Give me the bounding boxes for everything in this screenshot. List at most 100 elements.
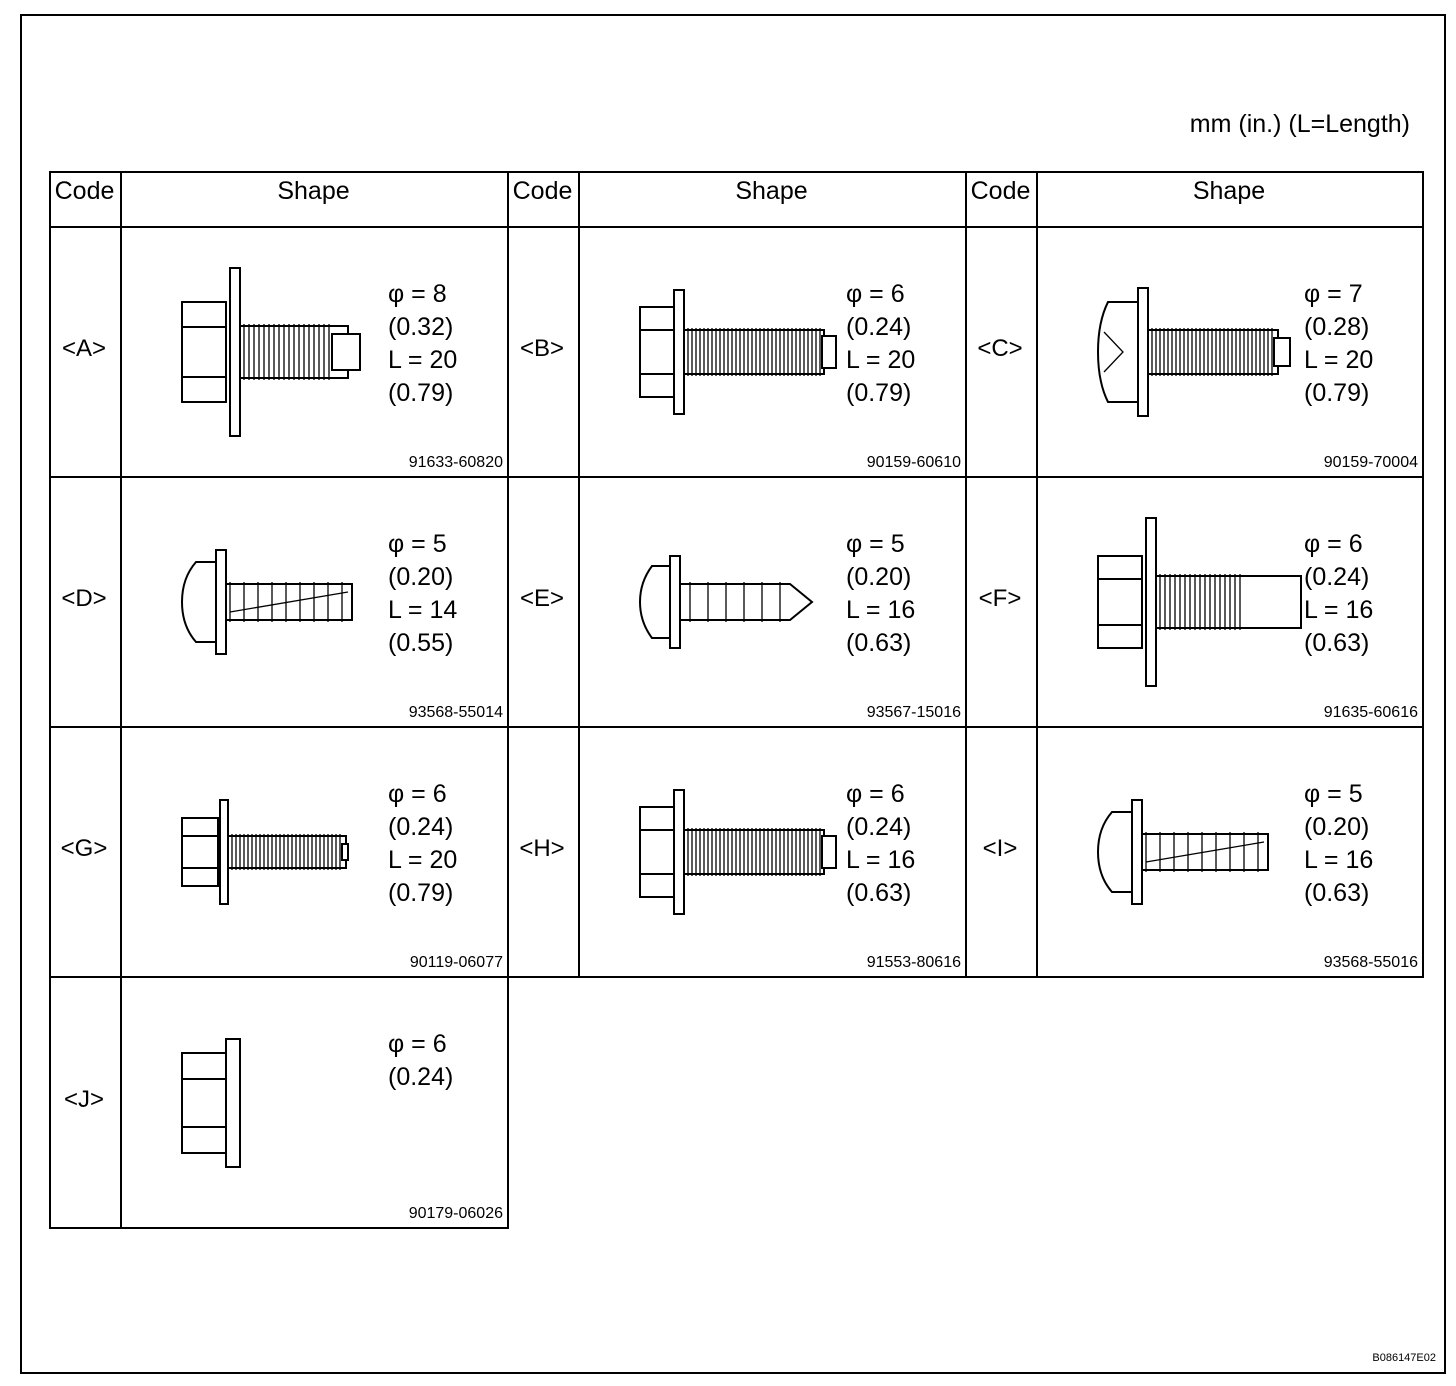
part-spec: φ = 6 (0.24) L = 16 (0.63) [1304, 528, 1373, 660]
spec-len-in: (0.55) [388, 629, 454, 657]
part-spec: φ = 6 (0.24) L = 16 (0.63) [846, 778, 915, 910]
part-number: 90159-60610 [866, 454, 961, 471]
row-divider [49, 726, 507, 728]
hex-flange-bolt-icon [639, 289, 837, 415]
spec-dia: φ = 5 [1304, 780, 1363, 808]
flange-nut-icon [181, 1037, 241, 1168]
spec-len: L = 20 [1304, 346, 1374, 374]
spec-dia: φ = 6 [388, 780, 447, 808]
part-code: <J> [63, 1085, 105, 1113]
spec-dia: φ = 6 [388, 1030, 447, 1058]
spec-dia-in: (0.20) [846, 563, 912, 591]
part-number: 90119-06077 [409, 954, 503, 971]
row-divider [49, 226, 507, 228]
spec-len-in: (0.63) [1304, 629, 1370, 657]
pointed-tapping-screw-icon [638, 555, 814, 649]
hex-flange-bolt-icon [639, 789, 837, 915]
part-code: <I> [982, 835, 1018, 862]
spec-dia-in: (0.24) [388, 1063, 454, 1091]
tapping-screw-icon [1096, 799, 1269, 905]
spec-dia-in: (0.24) [846, 313, 912, 341]
spec-len-in: (0.79) [388, 379, 454, 407]
spec-len: L = 16 [1304, 596, 1374, 624]
part-spec: φ = 6 (0.24) [388, 1028, 453, 1094]
column-divider [120, 171, 122, 1227]
hex-bolt-washer-icon [181, 267, 361, 437]
part-spec: φ = 5 (0.20) L = 14 (0.55) [388, 528, 457, 660]
spec-len: L = 20 [388, 346, 458, 374]
row-divider [49, 476, 507, 478]
row-divider [965, 476, 1422, 478]
part-code: <D> [61, 585, 107, 612]
row-divider [507, 476, 965, 478]
spec-len-in: (0.79) [388, 879, 454, 907]
header-shape: Shape [1192, 177, 1266, 205]
units-note: mm (in.) (L=Length) [1189, 110, 1410, 138]
part-code: <H> [519, 835, 565, 862]
part-code: <F> [978, 585, 1022, 612]
header-code: Code [54, 177, 115, 205]
part-number: 91635-60616 [1323, 704, 1418, 721]
row-divider [965, 226, 1422, 228]
header-shape: Shape [277, 177, 350, 205]
part-number: 93568-55014 [408, 704, 503, 721]
row-divider [507, 226, 965, 228]
table-group-3 [965, 171, 1424, 978]
spec-dia: φ = 8 [388, 280, 447, 308]
row-divider [49, 976, 507, 978]
part-code: <G> [60, 835, 108, 862]
part-spec: φ = 5 (0.20) L = 16 (0.63) [1304, 778, 1373, 910]
part-number: 91633-60820 [408, 454, 503, 471]
hex-bolt-spring-washer-icon [181, 799, 349, 905]
figure-code: B086147E02 [1372, 1352, 1436, 1364]
spec-dia-in: (0.28) [1304, 313, 1370, 341]
part-number: 90179-06026 [408, 1205, 503, 1222]
part-spec: φ = 6 (0.24) L = 20 (0.79) [388, 778, 457, 910]
part-spec: φ = 8 (0.32) L = 20 (0.79) [388, 278, 457, 410]
header-shape: Shape [735, 177, 808, 205]
header-code: Code [512, 177, 573, 205]
spec-dia: φ = 7 [1304, 280, 1363, 308]
column-divider [578, 171, 580, 976]
part-number: 90159-70004 [1323, 454, 1418, 471]
spec-dia: φ = 5 [846, 530, 905, 558]
spec-len-in: (0.79) [846, 379, 912, 407]
spec-dia: φ = 6 [846, 780, 905, 808]
spec-dia-in: (0.20) [388, 563, 454, 591]
hex-bolt-washer-icon [1097, 517, 1302, 687]
part-code: <A> [61, 335, 107, 362]
spec-len-in: (0.79) [1304, 379, 1370, 407]
part-code: <E> [519, 585, 565, 612]
row-divider [965, 726, 1422, 728]
column-divider [1036, 171, 1038, 976]
spec-len: L = 16 [1304, 846, 1374, 874]
header-code: Code [970, 177, 1031, 205]
spec-dia-in: (0.24) [1304, 563, 1370, 591]
spec-dia-in: (0.20) [1304, 813, 1370, 841]
row-divider [507, 726, 965, 728]
part-spec: φ = 6(0.24)L = 20(0.79) [846, 278, 915, 410]
part-number: 93567-15016 [866, 704, 961, 721]
spec-dia-in: (0.24) [846, 813, 912, 841]
spec-dia: φ = 5 [388, 530, 447, 558]
spec-dia-in: (0.24) [388, 813, 454, 841]
part-spec: φ = 7 (0.28) L = 20 (0.79) [1304, 278, 1373, 410]
spec-dia-in: (0.32) [388, 313, 454, 341]
spec-len-in: (0.63) [846, 879, 912, 907]
part-number: 93568-55016 [1323, 954, 1418, 971]
spec-len: L = 14 [388, 596, 458, 624]
spec-len-in: (0.63) [846, 629, 912, 657]
round-head-screw-icon [1096, 287, 1291, 417]
spec-len: L = 16 [846, 596, 916, 624]
tapping-screw-icon [180, 549, 353, 655]
part-number: 91553-80616 [866, 954, 961, 971]
drawing-frame [20, 14, 1446, 1374]
spec-len: L = 16 [846, 846, 916, 874]
spec-dia: φ = 6 [1304, 530, 1363, 558]
part-code: <B> [519, 335, 565, 362]
part-spec: φ = 5 (0.20) L = 16 (0.63) [846, 528, 915, 660]
spec-len-in: (0.63) [1304, 879, 1370, 907]
spec-len: L = 20 [388, 846, 458, 874]
spec-len: L = 20 [846, 346, 916, 374]
part-code: <C> [977, 335, 1023, 362]
